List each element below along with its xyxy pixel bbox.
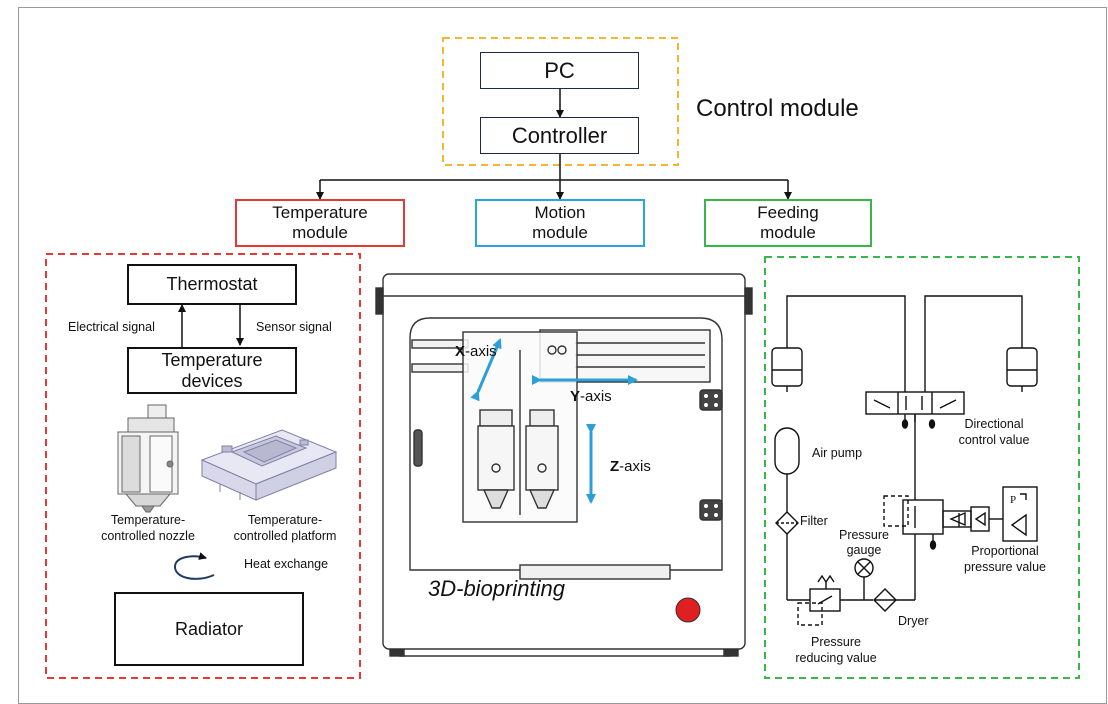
power-button bbox=[675, 597, 701, 623]
heat-exchange-arrow bbox=[174, 552, 215, 580]
pressure-gauge-line1: Pressure bbox=[838, 528, 890, 542]
directional-valve-line1: Directional bbox=[964, 417, 1024, 431]
z-axis-label: Z-axis bbox=[610, 458, 651, 475]
nozzle-caption-line2: controlled nozzle bbox=[101, 529, 195, 543]
dryer-label: Dryer bbox=[898, 614, 929, 628]
z-axis-suffix: -axis bbox=[619, 458, 651, 475]
control-module-label: Control module bbox=[696, 95, 859, 122]
radiator-label: Radiator bbox=[174, 618, 244, 639]
thermostat-box: Thermostat bbox=[127, 264, 297, 305]
temperature-module-line1: Temperature bbox=[272, 203, 368, 222]
pc-label: PC bbox=[544, 57, 575, 83]
x-axis-letter: X bbox=[455, 343, 466, 360]
motion-module-line1: Motion bbox=[534, 203, 586, 222]
electrical-signal-label: Electrical signal bbox=[68, 320, 155, 334]
radiator-box: Radiator bbox=[114, 592, 304, 666]
feeding-module-line2: module bbox=[760, 223, 816, 242]
feeding-module-line1: Feeding bbox=[757, 203, 819, 222]
controller-box: Controller bbox=[480, 117, 639, 154]
heat-exchange-label: Heat exchange bbox=[244, 557, 329, 571]
bioprinting-title: 3D-bioprinting bbox=[428, 576, 565, 601]
motion-module-box: Motion module bbox=[475, 199, 645, 247]
z-axis-letter: Z bbox=[610, 458, 620, 475]
temperature-panel-border bbox=[45, 253, 361, 679]
air-pump-label: Air pump bbox=[812, 446, 863, 460]
temperature-module-line2: module bbox=[292, 223, 348, 242]
controller-label: Controller bbox=[511, 122, 608, 148]
temperature-devices-line2: devices bbox=[181, 370, 243, 391]
nozzle-caption: Temperature- controlled nozzle bbox=[78, 510, 218, 546]
pressure-gauge-label: Pressure gauge bbox=[834, 527, 894, 559]
proportional-valve-line2: pressure value bbox=[964, 560, 1046, 574]
temperature-module-box: Temperature module bbox=[235, 199, 405, 247]
platform-caption-line2: controlled platform bbox=[233, 529, 337, 543]
x-axis-suffix: -axis bbox=[465, 343, 497, 360]
svg-text:P: P bbox=[1010, 494, 1016, 506]
proportional-valve-line1: Proportional bbox=[971, 544, 1039, 558]
feeding-panel-border bbox=[764, 256, 1080, 679]
filter-label: Filter bbox=[800, 514, 828, 528]
y-axis-label: Y-axis bbox=[570, 388, 612, 405]
reducing-valve-line1: Pressure bbox=[810, 635, 862, 649]
feeding-module-box: Feeding module bbox=[704, 199, 872, 247]
control-module-border bbox=[442, 37, 679, 166]
pc-box: PC bbox=[480, 52, 639, 89]
nozzle-caption-line1: Temperature- bbox=[110, 513, 186, 527]
motion-module-line2: module bbox=[532, 223, 588, 242]
reducing-valve-label: Pressure reducing value bbox=[784, 633, 888, 667]
sensor-signal-label: Sensor signal bbox=[256, 320, 332, 334]
platform-illustration bbox=[200, 429, 338, 501]
x-axis-label: X-axis bbox=[455, 343, 497, 360]
temperature-devices-box: Temperature devices bbox=[127, 347, 297, 394]
pneumatic-circuit: P bbox=[771, 295, 1038, 626]
temperature-devices-line1: Temperature bbox=[161, 349, 263, 370]
pressure-gauge-line2: gauge bbox=[846, 543, 882, 557]
thermostat-label: Thermostat bbox=[166, 274, 258, 294]
reducing-valve-line2: reducing value bbox=[795, 651, 877, 665]
platform-caption-line1: Temperature- bbox=[247, 513, 323, 527]
proportional-valve-label: Proportional pressure value bbox=[948, 541, 1062, 577]
y-axis-suffix: -axis bbox=[580, 388, 612, 405]
y-axis-letter: Y bbox=[570, 388, 581, 405]
directional-valve-label: Directional control value bbox=[936, 414, 1052, 450]
platform-caption: Temperature- controlled platform bbox=[212, 510, 358, 546]
x-axis-arrow bbox=[470, 338, 502, 402]
directional-valve-line2: control value bbox=[958, 433, 1030, 447]
nozzle-illustration bbox=[117, 404, 179, 513]
